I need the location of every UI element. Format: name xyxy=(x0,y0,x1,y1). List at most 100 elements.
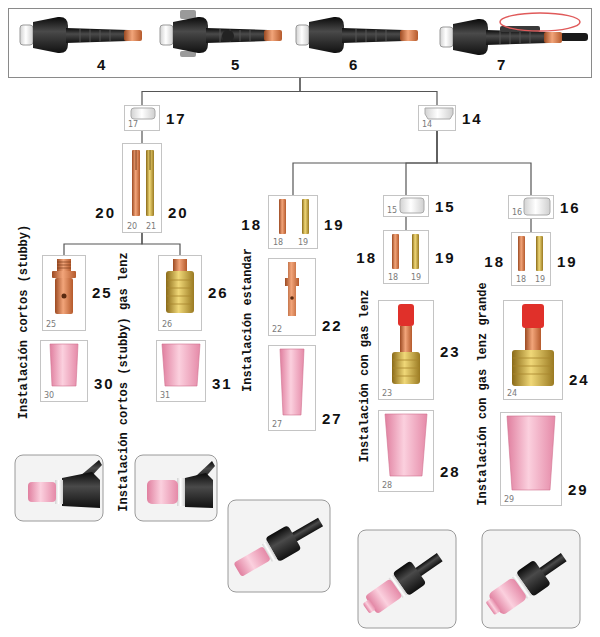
callout-number: 15 xyxy=(435,198,456,215)
cup-nozzle xyxy=(485,598,501,616)
callout-number: 20 xyxy=(168,204,189,221)
collet-slot xyxy=(150,150,151,170)
tree-connector xyxy=(530,219,531,232)
callout-number: 18 xyxy=(484,253,505,270)
callout-number: 30 xyxy=(94,375,115,392)
callout-number: 17 xyxy=(166,110,187,127)
part-number: 18 xyxy=(515,275,527,284)
callout-number: 29 xyxy=(568,481,589,498)
install-label: Instalación con gas lenz xyxy=(358,290,372,463)
part-number: 14 xyxy=(421,120,433,129)
torch-photo xyxy=(230,510,327,582)
callout-number: 16 xyxy=(560,199,581,216)
torch-head xyxy=(62,472,100,508)
torch-head xyxy=(185,473,213,508)
part-number: 19 xyxy=(534,275,546,284)
part-box: 2424 xyxy=(503,300,563,400)
torch-photo xyxy=(358,546,448,621)
tree-connector xyxy=(300,78,437,105)
part-box: 1414 xyxy=(418,105,456,131)
part-box: 18181919 xyxy=(383,230,429,284)
collet-body xyxy=(52,271,76,278)
photo-frame xyxy=(482,530,580,628)
collet xyxy=(536,236,543,271)
callout-number: 27 xyxy=(322,410,343,427)
part-box: 2727 xyxy=(268,345,316,431)
part-number: 29 xyxy=(503,495,515,504)
collet-body xyxy=(285,262,299,316)
install-label: Instalación con gas lenz grande xyxy=(476,282,490,505)
part-number: 21 xyxy=(145,222,157,231)
collet xyxy=(132,150,140,216)
callout-number: 6 xyxy=(349,56,359,73)
thread xyxy=(57,262,71,268)
part-box: 2222 xyxy=(268,258,316,336)
collet xyxy=(279,199,286,234)
part-number: 24 xyxy=(506,389,518,398)
callout-number: 28 xyxy=(440,463,461,480)
callout-number: 19 xyxy=(435,249,456,266)
photo-frame xyxy=(135,455,217,521)
callout-number: 14 xyxy=(462,110,483,127)
part-number: 27 xyxy=(271,420,283,429)
highlight-ring xyxy=(500,13,580,31)
photo-frame xyxy=(228,500,330,592)
part-box: 2626 xyxy=(158,255,202,331)
callout-number: 26 xyxy=(208,284,229,301)
install-label: Instalación estandar xyxy=(241,248,255,392)
ceramic-cup xyxy=(28,482,56,502)
ceramic-cup xyxy=(147,480,178,504)
gas-hole xyxy=(290,296,294,300)
part-number: 23 xyxy=(381,389,393,398)
part-box: 3131 xyxy=(156,340,206,402)
gas-lens-body xyxy=(173,259,187,271)
part-number: 20 xyxy=(126,222,138,231)
part-number: 16 xyxy=(511,208,523,217)
part-number: 28 xyxy=(381,481,393,490)
install-label: Instalación cortos (stubby) xyxy=(17,225,31,419)
callout-number: 19 xyxy=(557,253,578,270)
part-box: 18181919 xyxy=(268,195,318,249)
collet-body xyxy=(55,278,73,314)
photo-frame xyxy=(15,455,103,521)
mesh xyxy=(167,280,193,304)
part-box: 2828 xyxy=(378,410,434,492)
ceramic-cup xyxy=(507,416,555,490)
part-number: 30 xyxy=(43,391,55,400)
callout-number: 24 xyxy=(569,371,590,388)
gas-lens-body xyxy=(525,328,541,350)
part-box: 2525 xyxy=(42,255,86,331)
callout-number: 4 xyxy=(97,56,107,73)
collet xyxy=(392,234,399,269)
collet-body xyxy=(57,259,71,271)
part-box: 20202120 xyxy=(122,143,162,233)
torch-drawing xyxy=(160,17,282,53)
tree-connector xyxy=(405,217,406,230)
install-label: Instalación cortos (stubby) gas lenz xyxy=(117,252,131,511)
insulator xyxy=(524,198,550,215)
tree-connector xyxy=(406,131,437,195)
part-box: 1616 xyxy=(508,195,554,219)
tree-connector xyxy=(437,131,531,195)
collet xyxy=(302,199,309,234)
part-box: 2323 xyxy=(378,300,434,400)
tree-connector xyxy=(293,131,437,195)
insulator xyxy=(425,108,453,119)
part-number: 25 xyxy=(45,320,57,329)
gas-lens-seal xyxy=(398,304,414,326)
callout-number: 31 xyxy=(212,375,233,392)
ceramic-cup xyxy=(280,349,304,415)
part-number: 18 xyxy=(387,273,399,282)
tree-connector xyxy=(142,78,300,105)
callout-number: 22 xyxy=(322,317,343,334)
part-number: 31 xyxy=(159,391,171,400)
gas-lens-body xyxy=(392,352,420,384)
part-box: 1515 xyxy=(383,195,429,217)
part-number: 19 xyxy=(410,273,422,282)
callout-number: 25 xyxy=(92,284,113,301)
torch-cable xyxy=(560,33,588,41)
part-number: 15 xyxy=(386,206,398,215)
ceramic-cup xyxy=(50,344,78,386)
